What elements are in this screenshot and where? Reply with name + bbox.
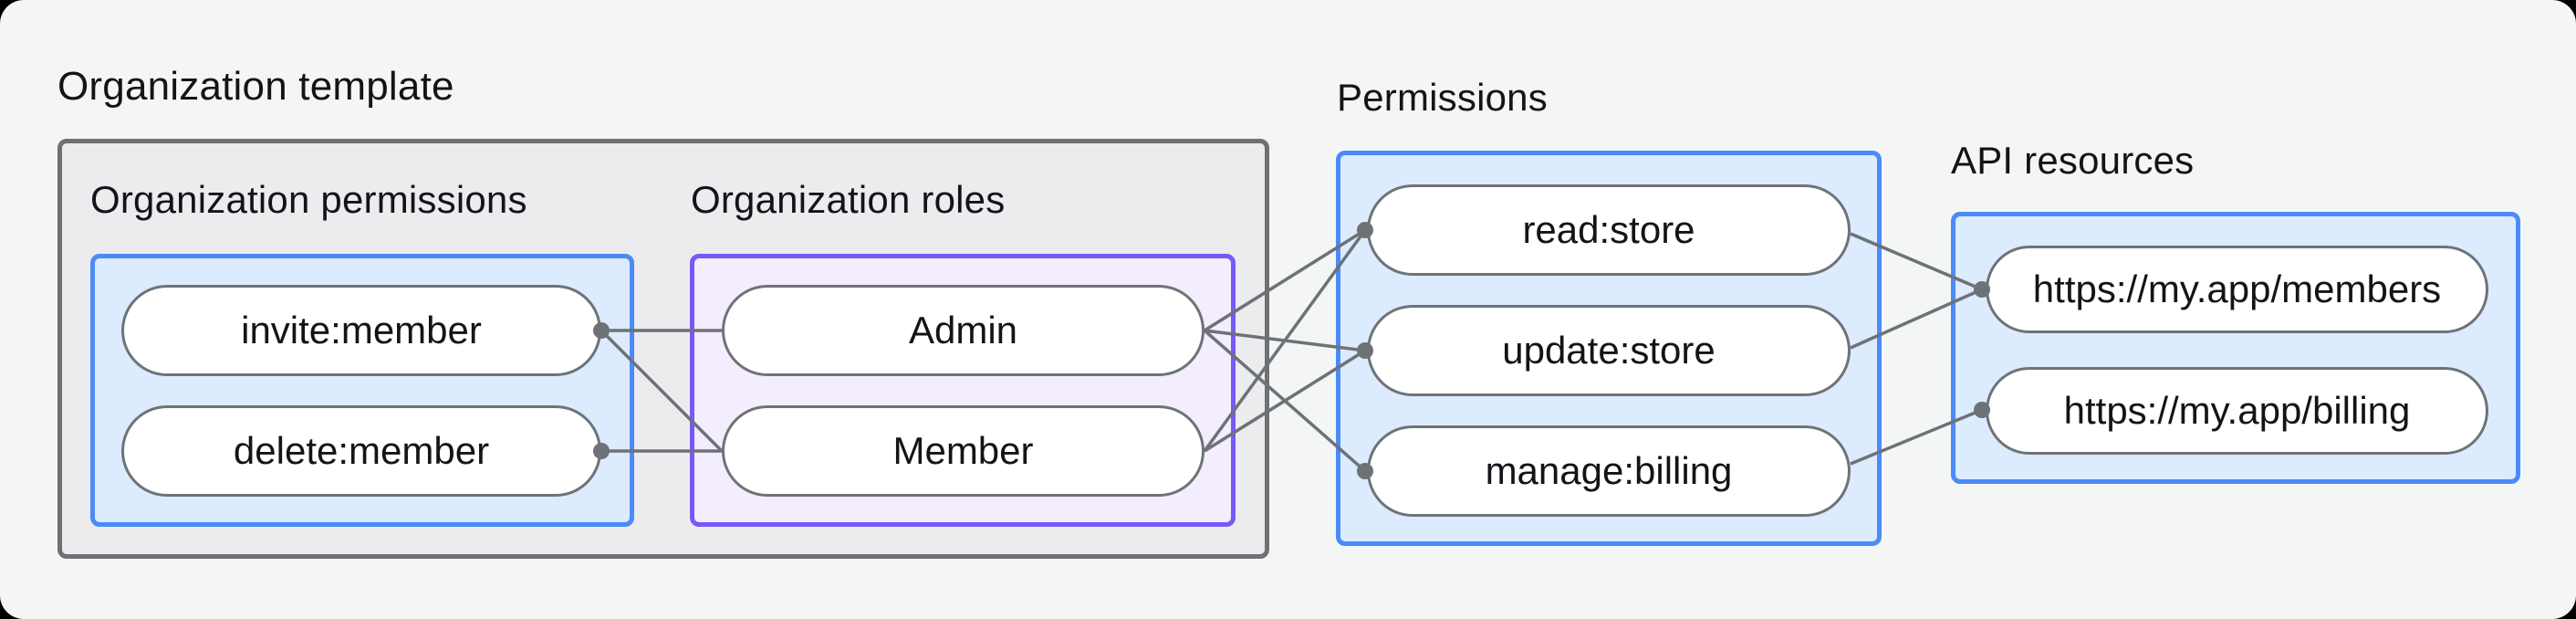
node-delete-member: delete:member <box>121 405 601 497</box>
permissions-label: Permissions <box>1337 76 1548 119</box>
node-manage-billing: manage:billing <box>1367 425 1851 517</box>
organization-roles-label: Organization roles <box>691 178 1006 221</box>
node-my-app-members: https://my.app/members <box>1986 246 2488 333</box>
node-admin: Admin <box>722 285 1205 376</box>
organization-permissions-label: Organization permissions <box>90 178 527 221</box>
api-resources-label: API resources <box>1951 139 2195 182</box>
node-invite-member: invite:member <box>121 285 601 376</box>
node-my-app-billing: https://my.app/billing <box>1986 367 2488 455</box>
node-read-store: read:store <box>1367 184 1851 276</box>
node-member: Member <box>722 405 1205 497</box>
organization-template-label: Organization template <box>57 64 454 109</box>
node-update-store: update:store <box>1367 305 1851 396</box>
